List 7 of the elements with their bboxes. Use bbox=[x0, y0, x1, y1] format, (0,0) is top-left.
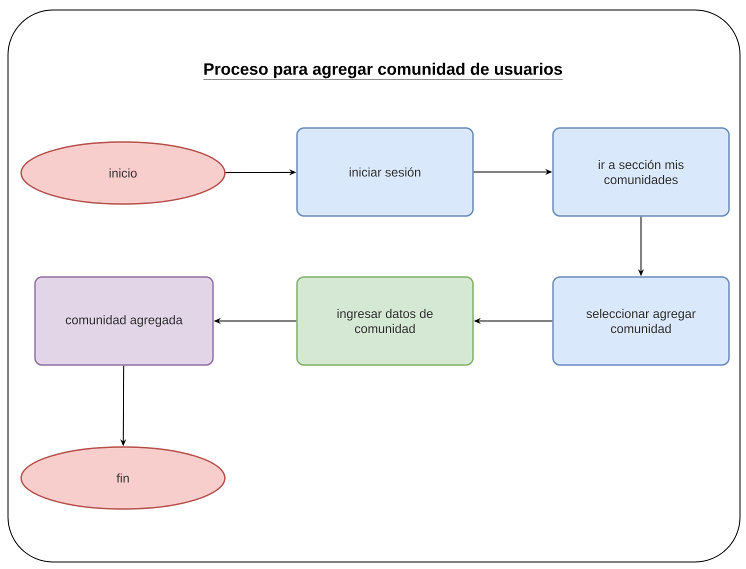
process-box: comunidad agregada bbox=[34, 276, 214, 366]
process-box: ingresar datos de comunidad bbox=[296, 276, 474, 366]
process-box: ir a sección mis comunidades bbox=[552, 127, 730, 217]
process-box: seleccionar agregar comunidad bbox=[552, 276, 730, 366]
frame bbox=[8, 10, 740, 562]
title: Proceso para agregar comunidad de usuarios bbox=[203, 62, 563, 80]
process-box: iniciar sesión bbox=[296, 127, 474, 217]
